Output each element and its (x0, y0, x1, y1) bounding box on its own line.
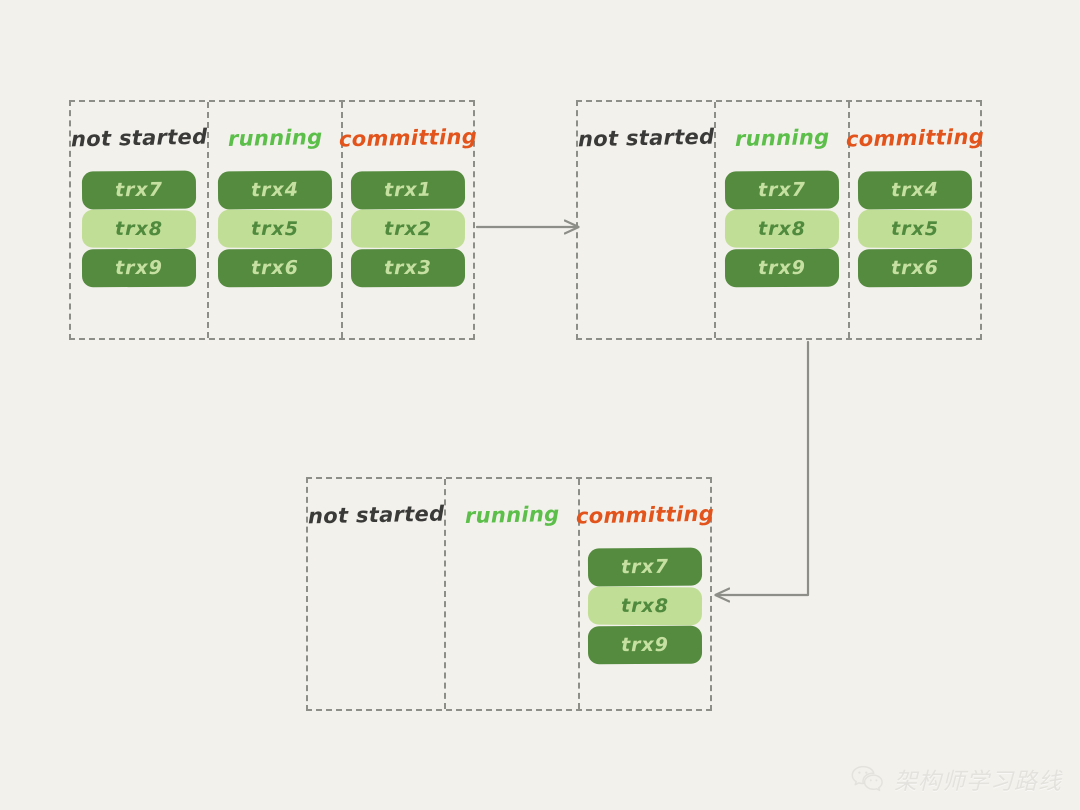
trx-pill[interactable]: trx9 (81, 248, 197, 288)
trx-pill[interactable]: trx8 (587, 586, 703, 626)
pill-stack-committing: trx1 trx2 trx3 (350, 170, 466, 288)
column-label-not-started: not started (307, 501, 445, 529)
column-label-running: running (734, 125, 830, 151)
trx-pill[interactable]: trx3 (350, 248, 466, 288)
watermark-text: 架构师学习路线 (894, 769, 1062, 795)
watermark: 架构师学习路线 (851, 762, 1062, 796)
column-not-started: not started trx7 trx8 trx9 (71, 102, 207, 338)
column-label-running: running (464, 502, 560, 528)
column-committing: committing trx4 trx5 trx6 (846, 102, 984, 338)
trx-pill[interactable]: trx1 (350, 170, 466, 210)
state-group-1: not started trx7 trx8 trx9 running trx4 … (69, 100, 477, 340)
column-not-started: not started (577, 102, 715, 338)
column-label-committing: committing (575, 501, 715, 529)
trx-pill[interactable]: trx9 (587, 625, 703, 665)
trx-pill[interactable]: trx7 (724, 170, 840, 210)
pill-stack-running: trx7 trx8 trx9 (724, 170, 840, 288)
state-group-2: not started running trx7 trx8 trx9 commi… (576, 100, 984, 340)
trx-pill[interactable]: trx5 (217, 209, 333, 249)
trx-pill[interactable]: trx8 (81, 209, 197, 249)
column-committing: committing trx1 trx2 trx3 (339, 102, 477, 338)
column-label-not-started: not started (577, 124, 715, 152)
trx-pill[interactable]: trx9 (724, 248, 840, 288)
pill-stack-not-started: trx7 trx8 trx9 (81, 170, 197, 288)
trx-pill[interactable]: trx4 (857, 170, 973, 210)
column-running: running trx4 trx5 trx6 (207, 102, 341, 338)
trx-pill[interactable]: trx6 (217, 248, 333, 288)
column-running: running trx7 trx8 trx9 (714, 102, 848, 338)
arrow-group2-to-group3 (716, 340, 810, 595)
pill-stack-committing: trx4 trx5 trx6 (857, 170, 973, 288)
trx-pill[interactable]: trx5 (857, 209, 973, 249)
trx-pill[interactable]: trx8 (724, 209, 840, 249)
trx-pill[interactable]: trx7 (81, 170, 197, 210)
trx-pill[interactable]: trx2 (350, 209, 466, 249)
state-group-3: not started running committing trx7 trx8… (306, 477, 714, 711)
column-running: running (444, 479, 578, 709)
pill-stack-committing: trx7 trx8 trx9 (587, 547, 703, 665)
trx-pill[interactable]: trx7 (587, 547, 703, 587)
column-label-committing: committing (845, 124, 985, 152)
column-label-running: running (227, 125, 323, 151)
column-committing: committing trx7 trx8 trx9 (576, 479, 714, 709)
column-label-committing: committing (338, 124, 478, 152)
trx-pill[interactable]: trx4 (217, 170, 333, 210)
pill-stack-running: trx4 trx5 trx6 (217, 170, 333, 288)
column-label-not-started: not started (70, 124, 208, 152)
wechat-icon (851, 765, 883, 792)
column-not-started: not started (307, 479, 445, 709)
trx-pill[interactable]: trx6 (857, 248, 973, 288)
